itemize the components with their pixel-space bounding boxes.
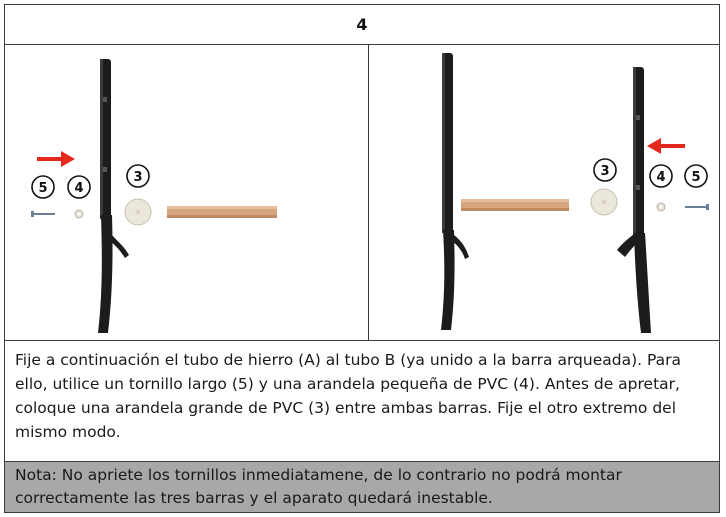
arrow-right-icon [37, 151, 75, 167]
instruction-step-frame: 4 [4, 4, 720, 513]
wooden-bar [167, 206, 277, 218]
callout-label: 4 [656, 170, 665, 185]
arrow-left-icon [647, 138, 685, 154]
note-text: Nota: No apriete los tornillos inmediata… [5, 462, 719, 512]
callout-5: 5 [684, 164, 708, 188]
small-washer [656, 202, 666, 212]
small-washer [74, 209, 84, 219]
upright-tube-front [617, 67, 651, 333]
upright-tube-back [441, 53, 469, 330]
callout-5: 5 [31, 175, 55, 199]
illustration-row: 5 4 3 [5, 45, 719, 341]
large-washer [124, 198, 152, 226]
callout-label: 5 [691, 170, 700, 185]
illustration-right: 3 4 5 [369, 45, 719, 340]
step-number: 4 [5, 5, 719, 45]
callout-4: 4 [649, 164, 673, 188]
callout-label: 3 [133, 170, 142, 185]
callout-3: 3 [126, 164, 150, 188]
large-washer [590, 188, 618, 216]
callout-4: 4 [67, 175, 91, 199]
callout-label: 5 [38, 181, 47, 196]
long-screw [31, 211, 55, 217]
illustration-left: 5 4 3 [5, 45, 369, 340]
upright-tube [98, 59, 129, 333]
callout-label: 3 [600, 164, 609, 179]
long-screw [685, 204, 709, 210]
instruction-text: Fije a continuación el tubo de hierro (A… [5, 341, 719, 462]
callout-3: 3 [593, 158, 617, 182]
callout-label: 4 [74, 181, 83, 196]
wooden-bar [461, 199, 569, 211]
